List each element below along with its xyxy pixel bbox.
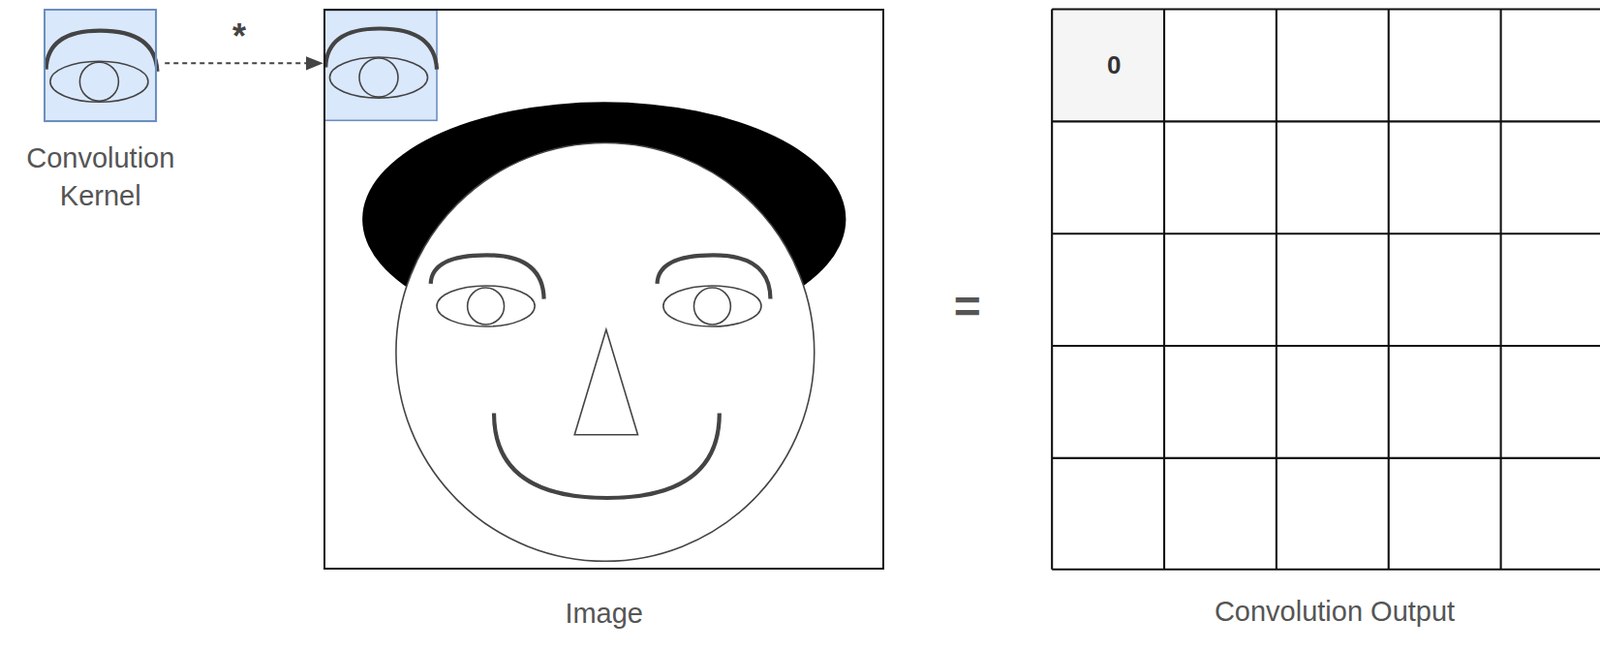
kernel-box: Convolution Kernel <box>43 8 157 123</box>
kernel-patch <box>324 10 437 122</box>
cell-value: 0 <box>1051 8 1176 122</box>
caption-label: Convolution Output <box>1131 592 1539 631</box>
operator-symbol: * <box>232 16 247 58</box>
face-drawing <box>362 101 846 561</box>
output-cell: 0 <box>1051 8 1176 122</box>
kernel-eye <box>46 30 158 103</box>
equals-sign: = <box>953 279 982 334</box>
kernel-fill <box>44 8 158 123</box>
caption-label: Image <box>459 594 750 633</box>
caption-label: Convolution Kernel <box>3 139 198 216</box>
image-box: Image <box>323 8 885 569</box>
dashed-arrow <box>164 61 322 64</box>
output-grid <box>1051 8 1600 569</box>
output-grid-box: Convolution Output0 <box>1051 8 1600 569</box>
